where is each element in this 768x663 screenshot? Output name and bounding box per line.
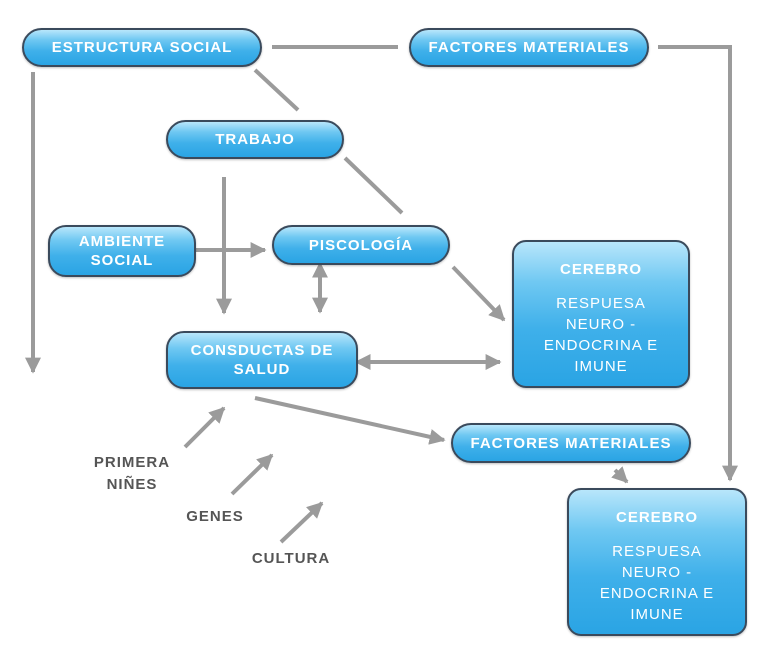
node-conductas-label-2: SALUD — [233, 361, 291, 378]
arrow-factores-top-to-cerebro-2 — [658, 45, 738, 482]
node-conductas-label-1: CONSDUCTAS DE — [190, 342, 334, 359]
node-conductas-de-salud: CONSDUCTAS DE SALUD — [166, 331, 358, 389]
node-cerebro-1-line-2: NEURO - — [565, 316, 637, 333]
node-cerebro-1-line-1: RESPUESA — [556, 295, 646, 312]
node-piscologia: PISCOLOGÍA — [272, 225, 450, 265]
node-cerebro-2-line-2: NEURO - — [621, 564, 693, 581]
node-trabajo: TRABAJO — [166, 120, 344, 159]
node-cerebro-1-title: CEREBRO — [559, 261, 642, 278]
arrow-genes-to-conductas — [230, 453, 274, 496]
node-cerebro-2-line-3: ENDOCRINA E — [599, 585, 715, 602]
arrow-conductas-to-factores-bottom — [254, 396, 446, 445]
node-cerebro-1: CEREBRO RESPUESA NEURO - ENDOCRINA E IMU… — [512, 240, 690, 388]
label-primera-nines: PRIMERA NIÑES — [86, 452, 178, 496]
node-ambiente-social-label-1: AMBIENTE — [78, 233, 166, 250]
arrow-piscologia-to-cerebro-1 — [451, 265, 506, 322]
node-cerebro-1-line-4: IMUNE — [574, 358, 628, 375]
node-trabajo-label: TRABAJO — [215, 131, 295, 148]
arrow-factores-bottom-to-cerebro-2 — [611, 466, 629, 484]
arrow-primera-to-conductas — [183, 406, 226, 449]
connector-estructura-trabajo — [253, 68, 300, 112]
node-factores-materiales-bottom: FACTORES MATERIALES — [451, 423, 691, 463]
node-ambiente-social-label-2: SOCIAL — [90, 252, 154, 269]
node-estructura-social-label: ESTRUCTURA SOCIAL — [51, 39, 233, 56]
node-cerebro-2-line-1: RESPUESA — [612, 543, 702, 560]
label-primera-line-1: PRIMERA — [93, 454, 171, 471]
node-factores-materiales-top: FACTORES MATERIALES — [409, 28, 649, 67]
node-piscologia-label: PISCOLOGÍA — [308, 236, 414, 254]
label-genes-text: GENES — [186, 508, 244, 525]
connector-trabajo-piscologia — [343, 156, 404, 215]
node-cerebro-2: CEREBRO RESPUESA NEURO - ENDOCRINA E IMU… — [567, 488, 747, 636]
node-estructura-social: ESTRUCTURA SOCIAL — [22, 28, 262, 67]
node-cerebro-2-title: CEREBRO — [615, 509, 698, 526]
node-ambiente-social: AMBIENTE SOCIAL — [48, 225, 196, 277]
node-factores-materiales-bottom-label: FACTORES MATERIALES — [470, 434, 672, 452]
node-factores-materiales-top-label: FACTORES MATERIALES — [428, 39, 630, 56]
node-cerebro-1-line-3: ENDOCRINA E — [543, 337, 659, 354]
label-cultura: CULTURA — [244, 548, 338, 570]
label-genes: GENES — [178, 506, 252, 528]
label-cultura-text: CULTURA — [251, 550, 331, 567]
node-cerebro-2-line-4: IMUNE — [630, 606, 684, 623]
arrow-cultura-to-conductas — [279, 501, 324, 544]
label-primera-line-2: NIÑES — [106, 476, 158, 493]
